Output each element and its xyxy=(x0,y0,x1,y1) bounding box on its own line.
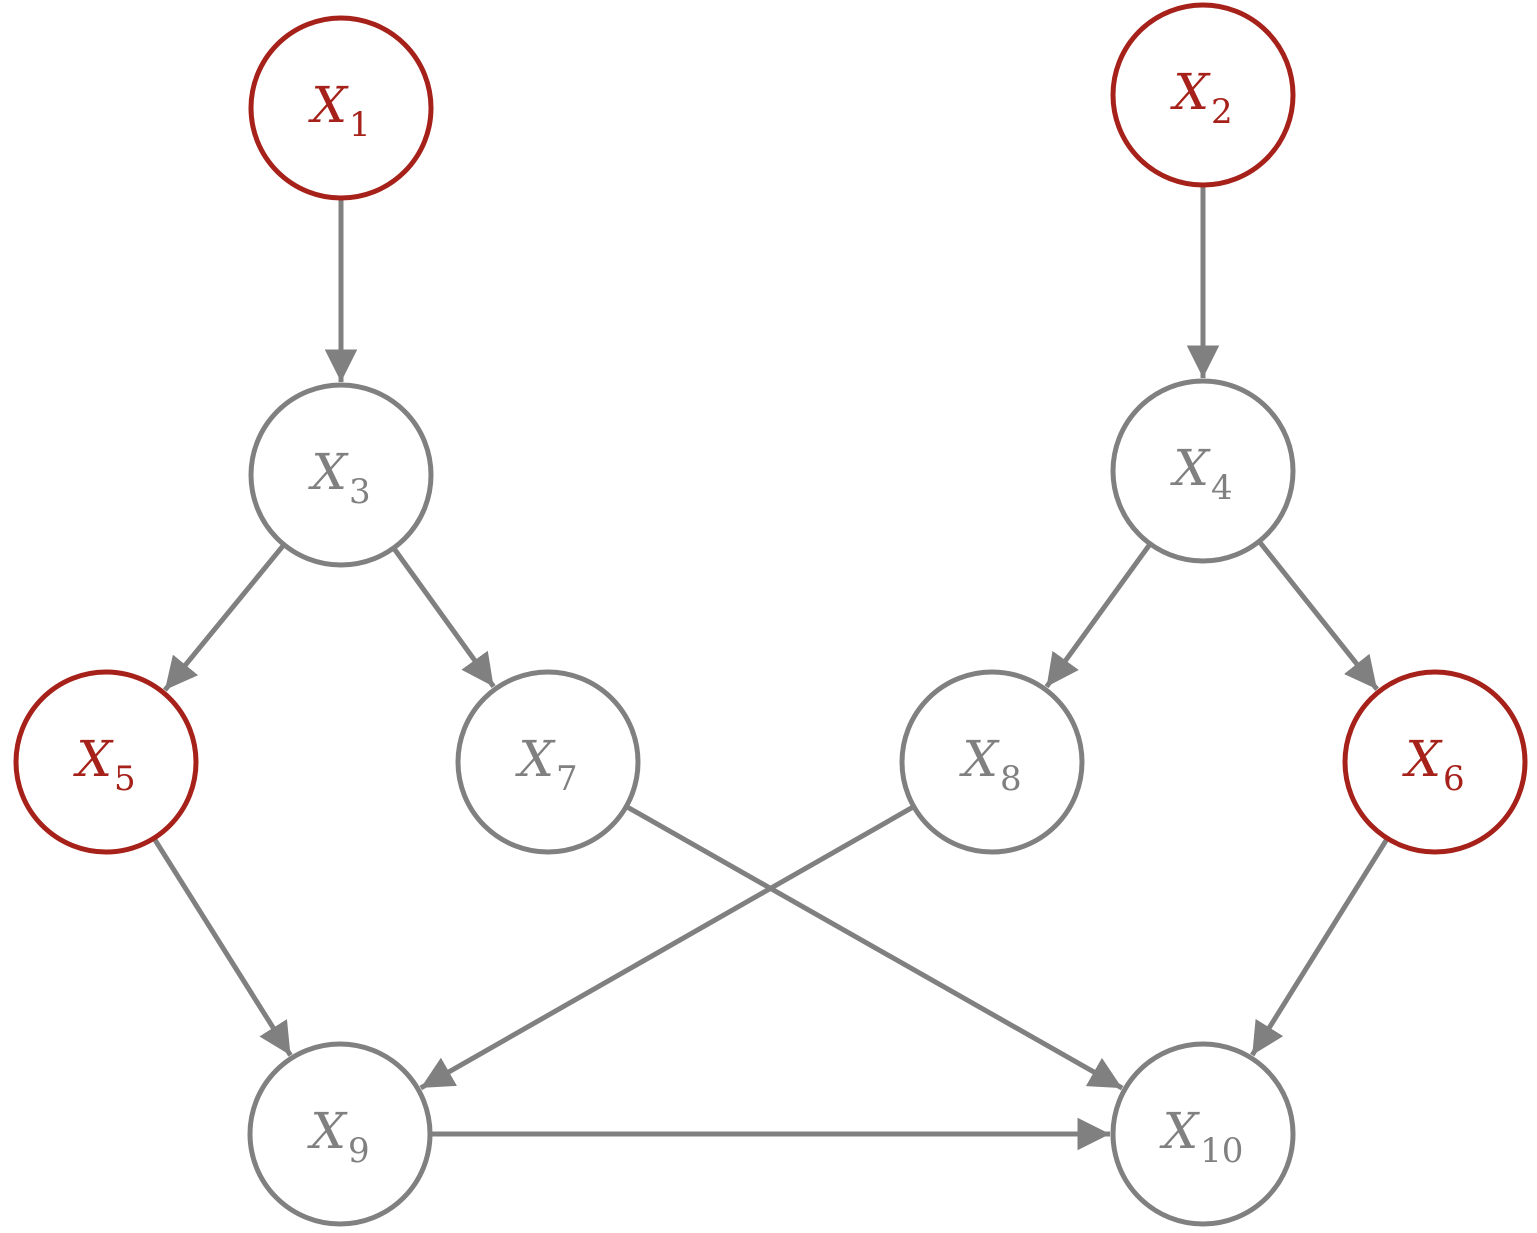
node-label: X6 xyxy=(1401,730,1464,799)
edges-layer xyxy=(152,187,1389,1151)
edge-x3-to-x7 xyxy=(392,548,496,689)
node-x8: X8 xyxy=(899,669,1085,855)
node-label-subscript: 7 xyxy=(556,759,578,799)
node-x6: X6 xyxy=(1342,669,1528,855)
node-circle xyxy=(13,669,199,855)
node-circle xyxy=(248,15,434,201)
node-label-letter: X xyxy=(1169,63,1211,121)
node-label-subscript: 5 xyxy=(114,759,136,799)
node-circle xyxy=(1110,378,1296,564)
node-label: X10 xyxy=(1159,1102,1244,1171)
node-circle xyxy=(1110,1041,1296,1227)
node-label: X9 xyxy=(306,1102,369,1171)
node-label-subscript: 10 xyxy=(1200,1131,1243,1171)
node-label-letter: X xyxy=(306,1102,348,1160)
node-label-subscript: 3 xyxy=(349,472,371,512)
node-label-letter: X xyxy=(514,730,556,788)
node-circle xyxy=(1110,2,1296,188)
node-label: X4 xyxy=(1169,439,1232,508)
node-label-letter: X xyxy=(1169,439,1211,497)
node-label: X8 xyxy=(958,730,1021,799)
node-label-letter: X xyxy=(307,76,349,134)
node-x9: X9 xyxy=(247,1041,433,1227)
edge-x3-to-x5 xyxy=(162,544,285,692)
node-label: X1 xyxy=(307,76,370,145)
node-label: X3 xyxy=(307,443,370,512)
node-circle xyxy=(248,382,434,568)
node-label-letter: X xyxy=(72,730,114,788)
node-x10: X10 xyxy=(1110,1041,1296,1227)
node-label-subscript: 6 xyxy=(1443,759,1465,799)
node-x4: X4 xyxy=(1110,378,1296,564)
node-label-letter: X xyxy=(1159,1102,1201,1160)
node-x7: X7 xyxy=(455,669,641,855)
node-label-subscript: 1 xyxy=(349,105,371,145)
edge-x8-to-x9 xyxy=(419,805,914,1091)
node-label-subscript: 2 xyxy=(1211,92,1233,132)
node-label-letter: X xyxy=(1401,730,1443,788)
node-circle xyxy=(1342,669,1528,855)
edge-x6-to-x10 xyxy=(1250,838,1389,1057)
node-circle xyxy=(455,669,641,855)
node-label-letter: X xyxy=(307,443,349,501)
node-x1: X1 xyxy=(248,15,434,201)
edge-x5-to-x9 xyxy=(152,838,293,1057)
edge-x7-to-x10 xyxy=(626,805,1124,1091)
node-x2: X2 xyxy=(1110,2,1296,188)
node-label-letter: X xyxy=(958,730,1000,788)
node-x5: X5 xyxy=(13,669,199,855)
node-label-subscript: 8 xyxy=(1000,759,1022,799)
node-label: X5 xyxy=(72,730,135,799)
edge-x4-to-x6 xyxy=(1258,541,1379,691)
edge-x4-to-x8 xyxy=(1044,544,1152,689)
node-circle xyxy=(247,1041,433,1227)
node-circle xyxy=(899,669,1085,855)
node-label-subscript: 9 xyxy=(348,1131,370,1171)
node-label: X7 xyxy=(514,730,577,799)
node-x3: X3 xyxy=(248,382,434,568)
node-label-subscript: 4 xyxy=(1211,468,1233,508)
node-label: X2 xyxy=(1169,63,1232,132)
